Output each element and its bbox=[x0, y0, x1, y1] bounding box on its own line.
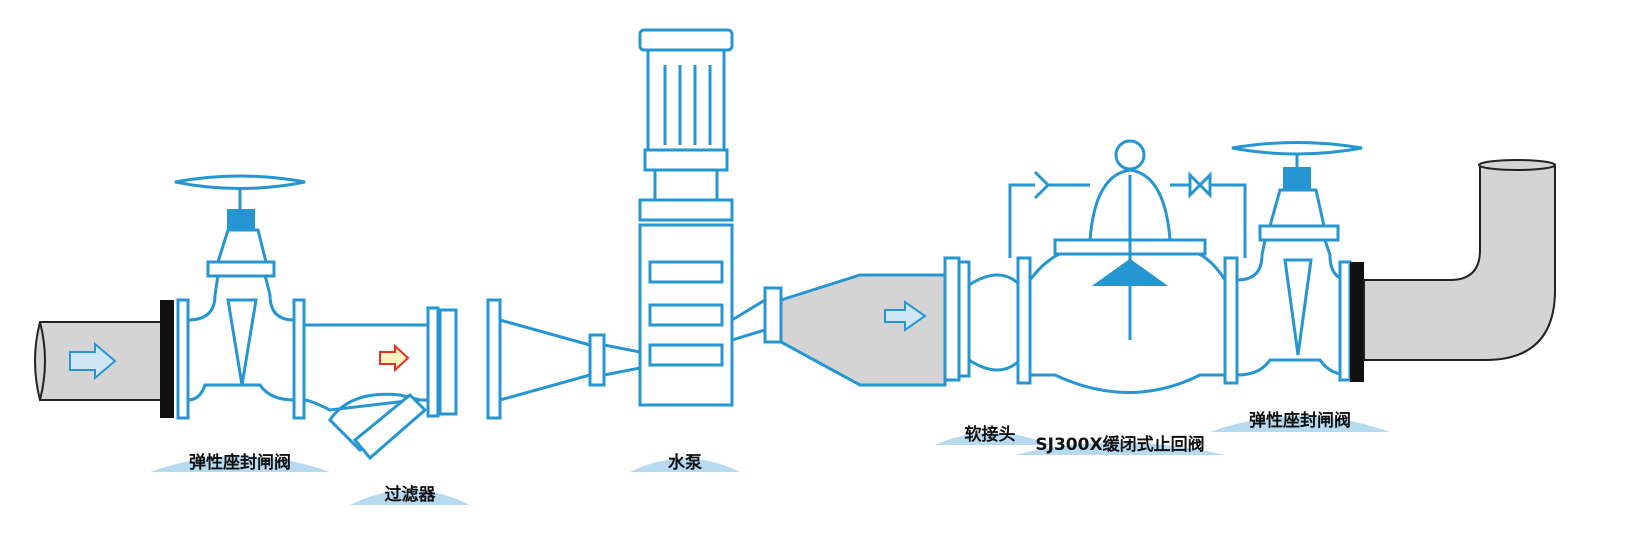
strainer bbox=[302, 298, 502, 461]
gate-valve-left bbox=[174, 174, 306, 420]
flow-arrow-icon bbox=[379, 343, 410, 373]
label-text: 软接头 bbox=[965, 424, 1016, 445]
outlet-elbow-pipe bbox=[1363, 164, 1556, 361]
flange bbox=[160, 300, 174, 418]
label-text: 弹性座封闸阀 bbox=[1249, 410, 1351, 431]
check-symbol-icon bbox=[1033, 170, 1051, 200]
lifting-ring-icon bbox=[1114, 139, 1146, 171]
label-gate-valve-right: 弹性座封闸阀 bbox=[1210, 410, 1390, 432]
label-gate-valve-left: 弹性座封闸阀 bbox=[150, 452, 330, 473]
pump-outlet bbox=[730, 297, 767, 343]
needle-valve-icon bbox=[1188, 171, 1212, 199]
flow-arrow-icon bbox=[69, 341, 117, 381]
flange bbox=[588, 333, 606, 387]
check-valve bbox=[1008, 139, 1247, 394]
gate-valve-right bbox=[1231, 141, 1363, 382]
flange bbox=[1350, 262, 1364, 382]
motor bbox=[646, 48, 726, 152]
label-text: 弹性座封闸阀 bbox=[189, 452, 291, 473]
handwheel-icon bbox=[1231, 141, 1363, 156]
flange bbox=[763, 286, 783, 344]
reducer bbox=[779, 273, 947, 387]
label-check-valve: SJ300X缓闭式止回阀 bbox=[1015, 434, 1225, 455]
label-text: SJ300X缓闭式止回阀 bbox=[1035, 434, 1204, 455]
label-strainer: 过滤器 bbox=[350, 484, 470, 505]
handwheel-icon bbox=[174, 174, 306, 190]
label-text: 过滤器 bbox=[385, 484, 437, 505]
pump-inlet bbox=[602, 343, 642, 377]
inlet-pipe bbox=[34, 321, 166, 401]
reducer bbox=[498, 318, 592, 402]
label-text: 水泵 bbox=[668, 452, 702, 473]
water-pump bbox=[638, 28, 734, 407]
label-soft-joint: 软接头 bbox=[935, 424, 1050, 445]
pipe-opening bbox=[1478, 159, 1556, 171]
label-pump: 水泵 bbox=[630, 452, 740, 473]
flow-arrow-icon bbox=[884, 300, 927, 332]
soft-joint bbox=[943, 256, 1022, 382]
